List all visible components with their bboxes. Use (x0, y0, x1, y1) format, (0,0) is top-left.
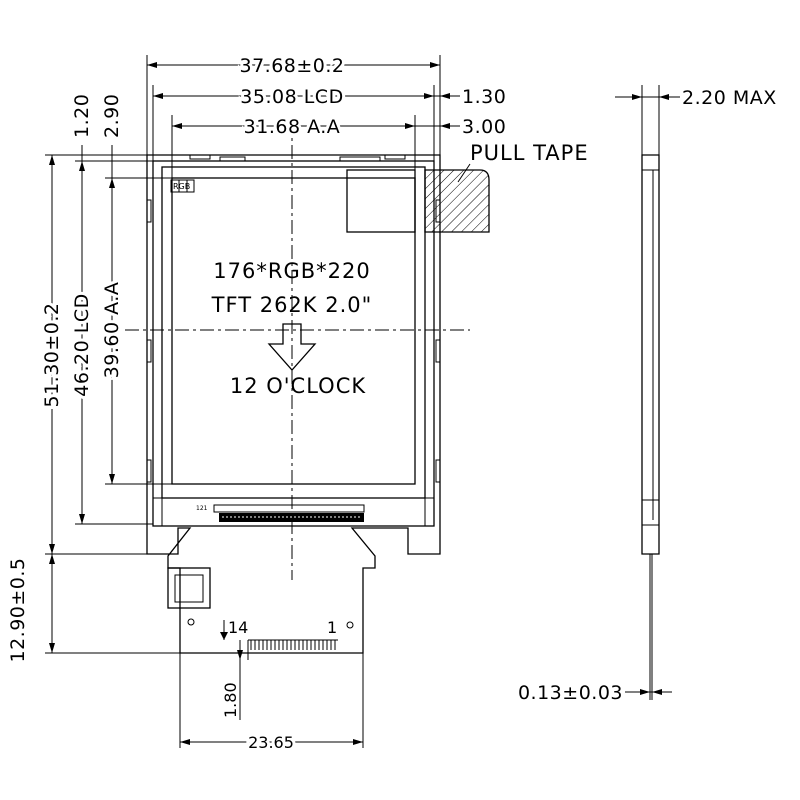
dim-outline-width: 37.68±0.2 (239, 55, 344, 77)
dim-thickness: 2.20 MAX (682, 87, 777, 109)
rgb-label: RGB (173, 182, 190, 191)
dim-lcd-width: 35.08 LCD (240, 86, 343, 108)
pin-14-label: 14 (228, 618, 248, 637)
dim-pin-offset: 1.80 (221, 682, 240, 718)
pin-1-label: 1 (327, 618, 337, 637)
pull-tape: PULL TAPE (346, 141, 589, 233)
dim-lcd-height: 46.20 LCD (71, 293, 93, 396)
pull-tape-label: PULL TAPE (470, 141, 589, 165)
resolution-label: 176*RGB*220 (213, 259, 370, 283)
dim-aa-width: 31.68 A.A (244, 116, 341, 138)
view-direction-arrow-icon (267, 323, 317, 371)
view-direction-label: 12 O'CLOCK (230, 374, 367, 398)
dim-fpc-thickness: 0.13±0.03 (518, 682, 623, 704)
dim-outline-height: 51.30±0.2 (41, 302, 63, 407)
dim-right-offset-1: 1.30 (462, 86, 506, 108)
bottom-dimensions: 23.65 1.80 (179, 640, 364, 755)
dim-fpc-width: 23.65 (248, 733, 294, 752)
dim-aa-height: 39.60 A.A (101, 282, 123, 379)
dim-right-offset-2: 3.00 (462, 116, 506, 138)
side-view: 2.20 MAX 0.13±0.03 (518, 85, 777, 704)
dim-fpc-height: 12.90±0.5 (7, 557, 29, 662)
connector-tag: 121 (196, 505, 208, 512)
module-outline (146, 154, 441, 654)
rgb-indicator: RGB (170, 179, 195, 193)
dim-top-offset-1: 1.20 (71, 94, 93, 138)
left-dimensions: 51.30±0.2 46.20 LCD 39.60 A.A 1.20 2.90 … (7, 94, 180, 663)
dim-top-offset-2: 2.90 (101, 94, 123, 138)
fpc-connector: 121 14 1 (167, 504, 365, 650)
top-dimensions: 37.68±0.2 35.08 LCD 31.68 A.A 1.30 3.00 (146, 52, 506, 178)
panel-type-label: TFT 262K 2.0" (211, 293, 373, 317)
